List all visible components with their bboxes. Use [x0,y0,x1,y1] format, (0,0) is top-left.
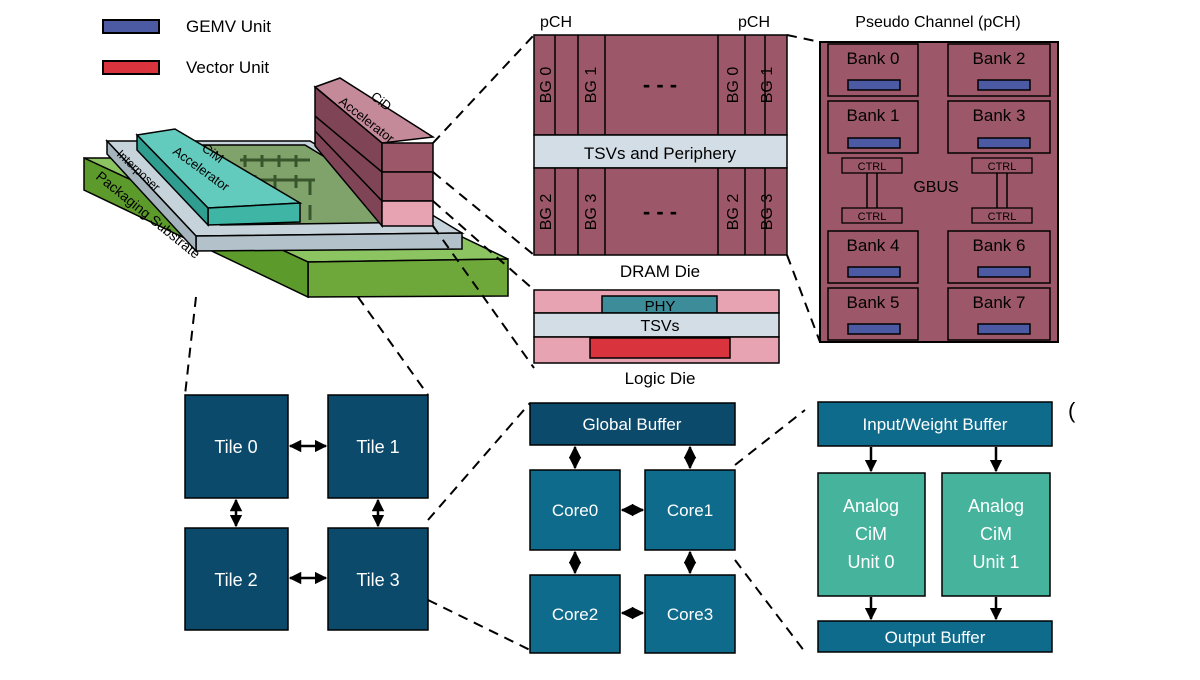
logic-tsvs [533,312,780,338]
tile-0-label: Tile 0 [214,437,257,457]
bg-bottom-0: BG 2 [538,194,555,231]
interposer-left [106,139,197,253]
cim-unit-1-line1: Analog [968,496,1024,516]
dram-ellipsis-top: - - - [643,72,677,97]
bank-7-label: Bank 7 [973,293,1026,312]
cim-unit-1-line3: Unit 1 [972,552,1019,572]
global-buffer [529,402,736,446]
tile-0 [184,394,289,499]
ctrl-bottom-right [971,207,1033,224]
core-1 [644,469,736,551]
core-2-label: Core2 [552,605,598,624]
bank-5-label: Bank 5 [847,293,900,312]
bank-3-label: Bank 3 [973,106,1026,125]
tile-3 [327,527,429,631]
bg-bottom-3: BG 3 [759,194,776,231]
core-0-label: Core0 [552,501,598,520]
legend: GEMV Unit Vector Unit [102,17,271,77]
output-buffer-label: Output Buffer [885,628,986,647]
logic-die: PHY TSVs Logic Die [533,289,780,388]
dram-ellipsis-bottom: - - - [643,199,677,224]
cim-left [136,133,209,227]
tile-detail: Global Buffer Core0 Core1 Core2 Core3 [529,402,736,654]
tile-1-label: Tile 1 [356,437,399,457]
gemv-unit-bank-0 [847,79,901,91]
package-3d: Packaging Substrate Interposer CiM Accel… [83,77,509,299]
tile-array: Tile 0 Tile 1 Tile 2 Tile 3 [184,394,429,631]
bg-bottom-2: BG 2 [725,194,742,231]
cid-layer-2 [381,171,434,202]
tile-2-label: Tile 2 [214,570,257,590]
legend-vector-label: Vector Unit [186,58,269,77]
dram-periphery-label: TSVs and Periphery [584,144,737,163]
ctrl-top-right [971,157,1033,174]
pch-right-label: pCH [738,14,770,31]
dram-periphery [533,134,788,169]
core-3-label: Core3 [667,605,713,624]
analog-cim-unit-0 [817,472,926,597]
gemv-unit-bank-6 [977,266,1031,278]
cim-unit-1-line2: CiM [980,524,1012,544]
tile-3-label: Tile 3 [356,570,399,590]
gemv-unit-bank-7 [977,323,1031,335]
input-weight-buffer-label: Input/Weight Buffer [863,415,1008,434]
dram-die-caption: DRAM Die [620,262,700,281]
gbus-label: GBUS [913,179,958,196]
gemv-unit-bank-2 [977,79,1031,91]
bg-bottom-1: BG 3 [583,194,600,231]
bank-2-label: Bank 2 [973,49,1026,68]
cid-layer-1 [381,142,434,173]
analog-cim-unit-1 [941,472,1051,597]
tile-2 [184,527,289,631]
bg-top-0: BG 0 [538,67,555,104]
logic-die-caption: Logic Die [625,369,696,388]
bg-top-1: BG 1 [583,67,600,104]
logic-tsvs-label: TSVs [640,318,679,335]
input-weight-buffer [817,401,1053,447]
legend-vector-swatch [102,60,160,75]
pseudo-channel: Pseudo Channel (pCH) Bank 0 Bank 2 Bank … [819,14,1059,343]
gemv-unit-bank-3 [977,137,1031,149]
core-3 [644,574,736,654]
substrate-front [307,258,509,298]
ctrl-bottom-left-label: CTRL [858,211,887,223]
cid-layer-logic [381,200,434,227]
phy-label: PHY [645,298,676,315]
ctrl-bottom-right-label: CTRL [988,211,1017,223]
ctrl-top-right-label: CTRL [988,161,1017,173]
bank-6-label: Bank 6 [973,236,1026,255]
gemv-unit-bank-1 [847,137,901,149]
ctrl-bottom-left [841,207,903,224]
legend-gemv-label: GEMV Unit [186,17,271,36]
ctrl-top-left-label: CTRL [858,161,887,173]
cim-unit-0-line3: Unit 0 [847,552,894,572]
gemv-unit-bank-5 [847,323,901,335]
core-2 [529,574,621,654]
bank-0-label: Bank 0 [847,49,900,68]
zoom-lines [184,34,821,653]
bg-top-2: BG 0 [725,67,742,104]
tile-1 [327,394,429,499]
pch-left-label: pCH [540,14,572,31]
partial-paren: ( [1068,398,1076,423]
bank-4-label: Bank 4 [847,236,900,255]
vector-unit-block [589,337,731,359]
bg-top-3: BG 1 [759,67,776,104]
cim-unit-0-line2: CiM [855,524,887,544]
ctrl-top-left [841,157,903,174]
bank-1-label: Bank 1 [847,106,900,125]
core-detail: Input/Weight Buffer Analog CiM Unit 0 An… [817,398,1076,653]
legend-gemv-swatch [102,19,160,34]
core-0 [529,469,621,551]
interposer-front [195,232,463,252]
output-buffer [817,620,1053,653]
cim-unit-0-line1: Analog [843,496,899,516]
dram-die: pCH pCH TSVs and Periphery BG 0 BG 1 BG … [533,14,788,281]
global-buffer-label: Global Buffer [583,415,682,434]
core-1-label: Core1 [667,501,713,520]
pch-title: Pseudo Channel (pCH) [855,14,1020,31]
gemv-unit-bank-4 [847,266,901,278]
